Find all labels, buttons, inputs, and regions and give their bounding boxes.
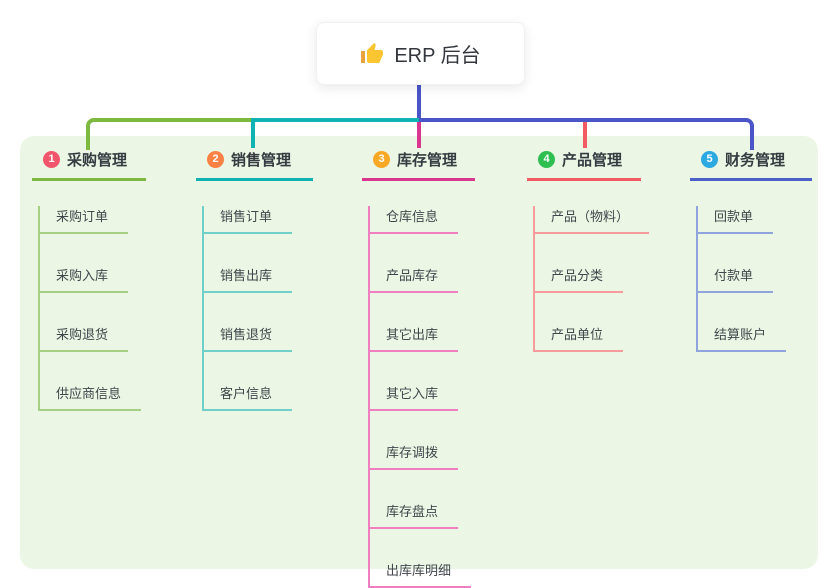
branch-header-purchase[interactable]: 1 采购管理 [32, 149, 146, 181]
node-stock-count[interactable]: 库存盘点 [370, 501, 459, 529]
branch-product: 4 产品管理 产品（物料） 产品分类 产品单位 [527, 149, 650, 352]
connector-bus-segment-green [86, 118, 253, 150]
branch-inventory: 3 库存管理 仓库信息 产品库存 其它出库 其它入库 库存调拨 库存盘点 出库库… [362, 149, 475, 588]
branch-purchase: 1 采购管理 采购订单 采购入库 采购退货 供应商信息 [32, 149, 146, 411]
branch-header-sales[interactable]: 2 销售管理 [196, 149, 313, 181]
node-product-stock[interactable]: 产品库存 [370, 265, 459, 293]
node-product-category[interactable]: 产品分类 [535, 265, 624, 293]
branch-header-finance[interactable]: 5 财务管理 [690, 149, 812, 181]
node-sales-order[interactable]: 销售订单 [204, 206, 293, 234]
branch-items: 销售订单 销售出库 销售退货 客户信息 [202, 206, 313, 411]
node-customer-info[interactable]: 客户信息 [204, 383, 293, 411]
branch-label: 销售管理 [231, 151, 292, 169]
node-other-outbound[interactable]: 其它出库 [370, 324, 459, 352]
connector-bus-segment-blue [419, 118, 754, 150]
root-node[interactable]: ERP 后台 [316, 22, 525, 85]
node-warehouse-info[interactable]: 仓库信息 [370, 206, 459, 234]
node-payment-bill[interactable]: 付款单 [698, 265, 774, 293]
node-supplier-info[interactable]: 供应商信息 [40, 383, 142, 411]
branch-sales: 2 销售管理 销售订单 销售出库 销售退货 客户信息 [196, 149, 313, 411]
node-purchase-return[interactable]: 采购退货 [40, 324, 129, 352]
node-settle-account[interactable]: 结算账户 [698, 324, 787, 352]
branch-label: 库存管理 [397, 151, 458, 169]
branch-number-badge: 2 [207, 150, 224, 168]
branch-number-badge: 4 [538, 150, 555, 168]
branch-items: 仓库信息 产品库存 其它出库 其它入库 库存调拨 库存盘点 出库库明细 [368, 206, 475, 588]
branch-number-badge: 3 [373, 150, 390, 168]
node-product-material[interactable]: 产品（物料） [535, 206, 650, 234]
branch-header-product[interactable]: 4 产品管理 [527, 149, 641, 181]
branch-number-badge: 5 [701, 150, 718, 168]
branch-items: 采购订单 采购入库 采购退货 供应商信息 [38, 206, 146, 411]
branch-items: 产品（物料） 产品分类 产品单位 [533, 206, 650, 352]
node-product-unit[interactable]: 产品单位 [535, 324, 624, 352]
node-stock-transfer[interactable]: 库存调拨 [370, 442, 459, 470]
connector-drop-sales [251, 118, 255, 148]
connector-bus-segment-teal [253, 118, 419, 122]
branch-label: 采购管理 [67, 151, 128, 169]
branch-header-inventory[interactable]: 3 库存管理 [362, 149, 475, 181]
connector-root-line [417, 83, 421, 118]
connector-drop-inventory [417, 122, 421, 148]
branches-background-panel [20, 136, 818, 569]
node-sales-outbound[interactable]: 销售出库 [204, 265, 293, 293]
thumbs-up-icon [360, 42, 384, 66]
root-title: ERP 后台 [394, 45, 481, 67]
branch-label: 财务管理 [725, 151, 786, 169]
node-sales-return[interactable]: 销售退货 [204, 324, 293, 352]
node-receipt-bill[interactable]: 回款单 [698, 206, 774, 234]
branch-finance: 5 财务管理 回款单 付款单 结算账户 [690, 149, 812, 352]
node-purchase-inbound[interactable]: 采购入库 [40, 265, 129, 293]
branch-number-badge: 1 [43, 150, 60, 168]
node-other-inbound[interactable]: 其它入库 [370, 383, 459, 411]
connector-drop-product [583, 122, 587, 148]
branch-label: 产品管理 [562, 151, 623, 169]
node-purchase-order[interactable]: 采购订单 [40, 206, 129, 234]
branch-items: 回款单 付款单 结算账户 [696, 206, 812, 352]
node-stock-detail[interactable]: 出库库明细 [370, 560, 472, 588]
